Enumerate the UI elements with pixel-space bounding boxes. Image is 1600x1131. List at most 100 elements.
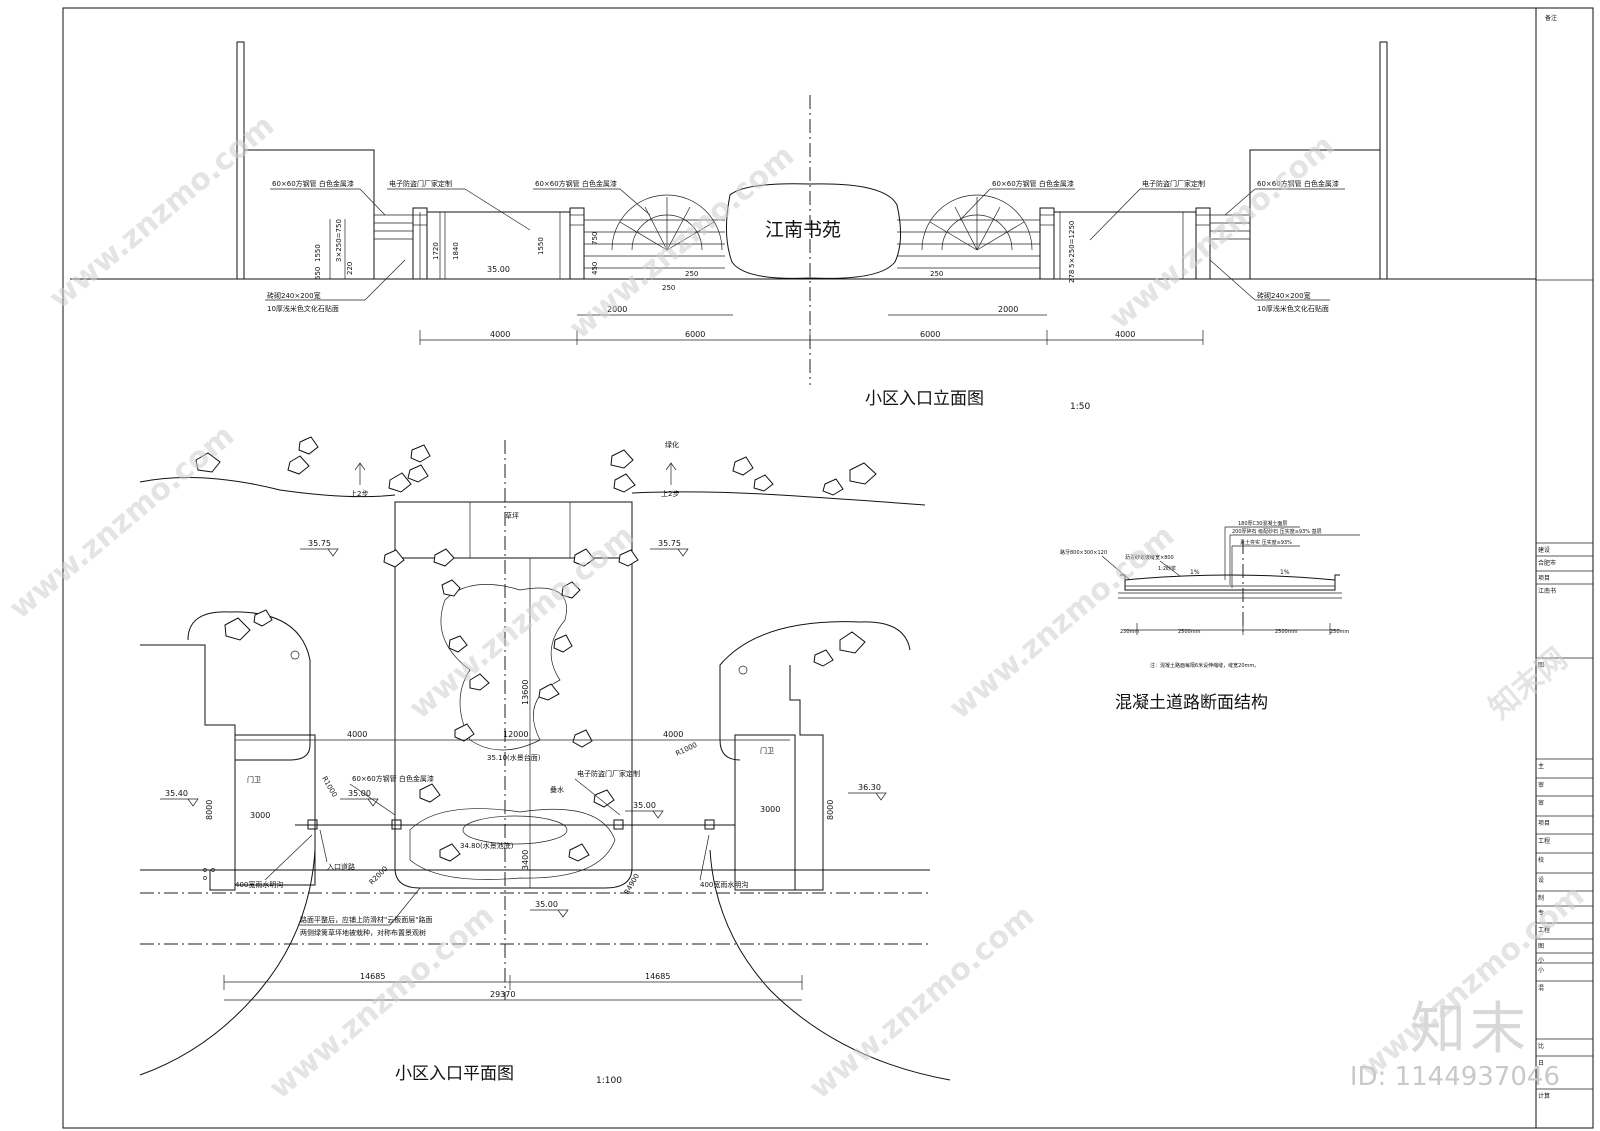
title-block-row-label: 图 [1538,943,1544,950]
watermark-layer: www.znzmo.com www.znzmo.com www.znzmo.co… [3,108,1591,1106]
note-gate-left: 电子防盗门厂家定制 [389,179,452,188]
section-slope-right: 1% [1280,569,1290,576]
dim-1720: 1720 [432,242,440,260]
left-building-outline [140,644,236,891]
pool-outline [409,808,616,880]
plan-dim-13600: 13600 [521,680,530,705]
plan-dim-12000: 12000 [503,730,528,739]
plan-drain-right: 400宽雨水明沟 [700,880,748,889]
title-block-row-label: 计算 [1538,1092,1550,1100]
title-block-row-label: 项目 [1538,820,1550,827]
note-railing-center-right: 60×60方钢管 白色金属漆 [992,179,1074,188]
fan-ornament-left [611,194,723,251]
plan-title: 小区入口平面图 [395,1064,514,1084]
dim-3x250: 3×250=750 [335,219,343,262]
title-block-row-label: 建设 [1538,546,1550,554]
dim-2000-left: 2000 [607,305,627,314]
plan-r4900: R4900 [623,872,641,896]
sign-text: 江南书苑 [765,219,841,241]
dim-250-c: 250 [930,270,943,278]
plan-scale: 1:100 [596,1076,622,1086]
note-pier-right-2: 10厚浅米色文化石贴面 [1257,304,1329,313]
note-pier-right-1: 砖砌240×200宽 [1257,291,1311,300]
title-block-row-label: 混 [1538,984,1544,992]
level-3575-left: 35.75 [308,539,331,548]
dim-2000-right: 2000 [998,305,1018,314]
dim-1840: 1840 [452,242,460,260]
title-block-row-label: 专 [1538,909,1544,917]
right-building [1379,41,1388,279]
dim-5x250: 5×250=1250 [1068,221,1076,268]
elev-leaders [265,188,1345,301]
tree-symbol-3 [203,876,207,880]
plan-dimension-lines [223,732,803,1001]
title-block-row-label: 校 [1538,856,1544,864]
plan-pool-top: 35.10(水景台面) [487,753,541,762]
dim-250-a: 250 [662,284,675,292]
plan-lawn: 草坪 [505,511,519,520]
dim-1550-b: 1550 [537,237,545,255]
section-note-6: 1:2砂浆 [1158,565,1176,572]
tree-symbol-2 [211,868,215,872]
plan-r1000-left: R1000 [320,775,338,799]
note-gate-right: 电子防盗门厂家定制 [1142,179,1205,188]
dim-220: 220 [346,262,354,275]
title-block-row-label: 小 [1538,956,1544,964]
elev-piers [412,207,1211,280]
dim-250-b: 250 [685,270,698,278]
section-foot: 注：混凝土路面每隔6米设伸缩缝，缝宽20mm。 [1150,662,1259,669]
plan-guard-left: 门卫 [247,775,261,784]
plan-leaders [264,778,710,926]
dim-6000-right: 6000 [920,330,940,339]
left-guardhouse-plan [234,734,316,886]
section-note-1: 180厚C30混凝土面层 [1238,520,1287,527]
title-block-row-label: 江南书 [1538,587,1556,595]
plan-railing-note: 60×60方钢管 白色金属漆 [352,774,434,783]
level-markers [160,548,887,918]
watermark-10: 知末网 [1483,641,1574,726]
tb-remarks: 备注 [1545,14,1557,22]
plan-dim-29370: 29370 [490,990,515,999]
level-3575-right: 35.75 [658,539,681,548]
note-railing-left: 60×60方钢管 白色金属漆 [272,179,354,188]
plan-dim-14685-right: 14685 [645,972,670,981]
watermark-4: www.znzmo.com [3,418,241,626]
elev-gate-right [1053,211,1197,280]
title-block-row-label: 图 [1538,662,1544,669]
bottom-curve-right [709,849,951,1081]
watermark-8: www.znzmo.com [803,898,1041,1106]
top-boundary-left [139,477,396,498]
right-planter [719,621,911,761]
dim-6000-left: 6000 [685,330,705,339]
entrance-elevation: 江南书苑 60×60方钢管 白色金属漆 电子防盗门厂家定制 60×60方钢管 白… [70,41,1536,412]
entrance-plan: 上2步 上2步 绿化 草坪 门卫 门卫 [139,436,951,1086]
dim-4000-left: 4000 [490,330,510,339]
level-3500-c: 35.00 [535,900,558,909]
plan-up-right: 上2步 [661,489,679,498]
section-note-5: 沥青砂浆嵌缝宽×800 [1125,554,1174,561]
title-block-row-label: 制 [1538,894,1544,902]
title-block-row-label: 主 [1538,762,1544,770]
plan-top-note: 绿化 [665,440,679,449]
central-plaza [394,501,633,559]
section-dim-2500-right: 2500mm [1275,629,1298,635]
plan-dim-4000-right: 4000 [663,730,683,739]
section-dim-2500-left: 2500mm [1178,629,1201,635]
dim-4000-right: 4000 [1115,330,1135,339]
drawing-border [62,7,1594,1129]
plan-water: 叠水 [550,785,564,794]
plan-pool-bottom: 34.80(水景池底) [460,841,514,850]
dim-750: 750 [591,232,599,245]
tree-symbol-1 [203,868,207,872]
dim-550: 550 [314,267,322,280]
section-dim-250-left: 250mm [1120,629,1139,635]
title-block-row-label: 审 [1538,781,1544,789]
level-3500-b: 35.00 [633,801,656,810]
section-note-3: 素土夯实 压实度≥93% [1240,539,1292,546]
title-block-row-label: 小 [1538,966,1544,974]
right-planter-rocks [738,631,866,675]
note-railing-center-left: 60×60方钢管 白色金属漆 [535,179,617,188]
left-planter [187,611,311,761]
